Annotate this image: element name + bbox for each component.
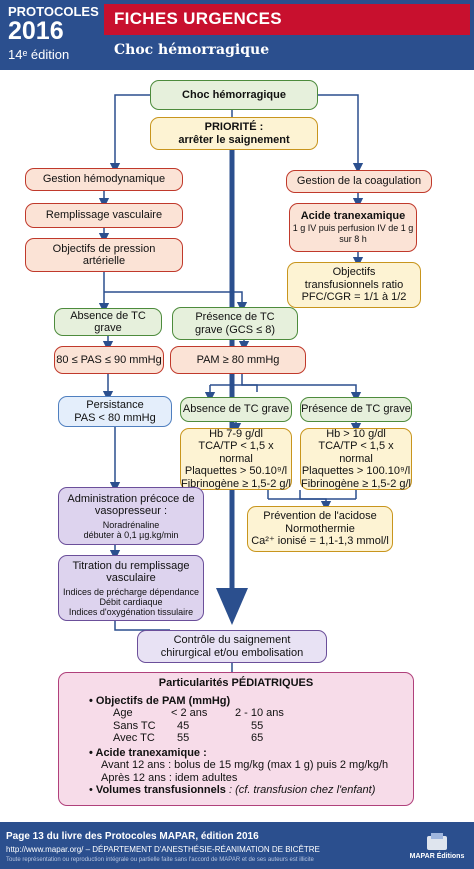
ped-cell: Sans TC <box>113 719 156 732</box>
presence-tc2-node: Présence de TC grave <box>300 397 412 422</box>
ped-cell: 65 <box>251 732 264 744</box>
prevention-line3: Ca²⁺ ionisé = 1,1-1,3 mmol/l <box>251 535 389 548</box>
pam-node: PAM ≥ 80 mmHg <box>170 346 306 374</box>
lab-right-line: Plaquettes > 100.10⁹/l <box>301 465 411 478</box>
persistance-line1: Persistance <box>86 399 144 411</box>
vaso-node: Administration précoce de vasopresseur :… <box>58 487 204 545</box>
ped-cell: Avec TC <box>113 732 155 744</box>
lab-left-node: Hb 7-9 g/dl TCA/TP < 1,5 x normal Plaque… <box>180 428 292 490</box>
vaso-text-1: Noradrénaline <box>102 519 160 530</box>
pediatric-title: Particularités PÉDIATRIQUES <box>158 677 314 689</box>
ped-cell: 2 - 10 ans <box>235 707 284 719</box>
lab-left-line: Hb 7-9 g/dl <box>209 427 263 440</box>
ped-pam-title: Objectifs de PAM (mmHg) <box>95 694 231 707</box>
ped-acide-title: Acide tranexamique : <box>95 746 207 759</box>
titration-item: Indices d'oxygénation tissulaire <box>68 606 194 617</box>
hemo-node: Gestion hémodynamique <box>25 168 183 191</box>
main-arrow-head <box>216 588 248 625</box>
titration-title: Titration du remplissage vasculaire <box>72 559 190 585</box>
pas-range-node: 80 ≤ PAS ≤ 90 mmHg <box>54 346 164 374</box>
brand-name: PROTOCOLES <box>8 4 99 19</box>
presence-tc-node: Présence de TC grave (GCS ≤ 8) <box>172 307 298 340</box>
lab-right-line: Hb > 10 g/dl <box>326 427 386 440</box>
root-node: Choc hémorragique <box>150 80 318 110</box>
mapar-logo: MAPAR Éditions <box>404 832 470 866</box>
lab-left-line: Plaquettes > 50.10⁹/l <box>184 465 288 478</box>
line-pam-split <box>241 374 258 392</box>
brand-year: 2016 <box>8 17 64 45</box>
priority-title: PRIORITÉ : <box>204 121 264 133</box>
ped-acide-2: Après 12 ans : idem adultes <box>101 771 238 784</box>
ped-volumes-line: • Volumes transfusionnels : (cf. transfu… <box>89 784 376 796</box>
titration-item: Indices de précharge dépendance <box>62 586 200 597</box>
line-labs-prevention <box>299 490 332 512</box>
prevention-line2: Normothermie <box>285 522 355 535</box>
mapar-logo-icon <box>427 833 447 850</box>
objectifs-transf-node: Objectifs transfusionnels ratio PFC/CGR … <box>287 262 421 308</box>
brand-edition: 14ᵉ édition <box>8 47 70 62</box>
priority-node: PRIORITÉ : arrêter le saignement <box>150 117 318 150</box>
vaso-text-2: débuter à 0,1 µg.kg/min <box>83 529 179 540</box>
persistance-line2: PAS < 80 mmHg <box>74 411 156 424</box>
footer-copyright: Toute représentation ou reproduction int… <box>6 857 314 863</box>
line-split-right <box>104 291 248 313</box>
footer-page-ref: Page 13 du livre des Protocoles MAPAR, é… <box>6 831 259 842</box>
lab-left-line: TCA/TP < 1,5 x normal <box>198 440 274 465</box>
ped-table: Age < 2 ans 2 - 10 ans Sans TC 45 55 Ave… <box>71 707 401 745</box>
section-bar <box>104 4 470 35</box>
section-title: FICHES URGENCES <box>114 9 282 28</box>
prevention-line1: Prévention de l'acidose <box>263 510 377 523</box>
ped-table-row: Sans TC 45 55 <box>113 720 401 733</box>
vaso-title: Administration précoce de vasopresseur : <box>67 492 195 518</box>
remplissage-node: Remplissage vasculaire <box>25 203 183 228</box>
absence-tc2-node: Absence de TC grave <box>180 397 292 422</box>
ped-cell: 45 <box>177 719 190 732</box>
lab-right-line: Fibrinogène ≥ 1,5-2 g/l <box>301 477 411 490</box>
controle-node: Contrôle du saignement chirurgical et/ou… <box>137 630 327 663</box>
titration-item: Débit cardiaque <box>99 596 163 607</box>
ped-table-row: Avec TC 55 65 <box>113 732 401 745</box>
absence-tc-node: Absence de TC grave <box>54 308 162 336</box>
brand-block: PROTOCOLES 2016 14ᵉ édition <box>0 0 100 70</box>
lab-right-node: Hb > 10 g/dl TCA/TP < 1,5 x normal Plaqu… <box>300 428 412 490</box>
ped-cell: 55 <box>251 719 264 732</box>
ped-volumes-title: Volumes transfusionnels <box>95 784 226 796</box>
prevention-node: Prévention de l'acidose Normothermie Ca²… <box>247 506 393 552</box>
coag-node: Gestion de la coagulation <box>286 170 432 193</box>
line-root-left <box>109 94 150 174</box>
lab-left-line: Fibrinogène ≥ 1,5-2 g/l <box>181 477 291 490</box>
ped-volumes-note: : (cf. transfusion chez l'enfant) <box>228 784 376 796</box>
acide-node: Acide tranexamique 1 g IV puis perfusion… <box>289 203 417 252</box>
mapar-logo-text: MAPAR Éditions <box>409 853 465 860</box>
line-root-right <box>318 94 364 174</box>
ped-acide-line: • Acide tranexamique : <box>89 746 207 759</box>
persistance-node: Persistance PAS < 80 mmHg <box>58 396 172 427</box>
acide-text: 1 g IV puis perfusion IV de 1 g sur 8 h <box>292 222 414 244</box>
ped-cell: Age <box>113 707 133 719</box>
priority-text: arrêter le saignement <box>178 133 290 146</box>
ped-table-row: Age < 2 ans 2 - 10 ans <box>113 707 401 720</box>
footer-link[interactable]: http://www.mapar.org/ – DÉPARTEMENT D'AN… <box>6 845 320 854</box>
page-title: Choc hémorragique <box>114 42 270 58</box>
footer-bar: Page 13 du livre des Protocoles MAPAR, é… <box>0 822 474 869</box>
line-split-presence2 <box>210 384 362 403</box>
titration-node: Titration du remplissage vasculaire Indi… <box>58 555 204 621</box>
ped-acide-1: Avant 12 ans : bolus de 15 mg/kg (max 1 … <box>101 759 389 771</box>
objectifs-pression-node: Objectifs de pression artérielle <box>25 238 183 272</box>
pediatric-panel: Particularités PÉDIATRIQUES • Objectifs … <box>58 672 414 806</box>
ped-cell: 55 <box>177 732 190 744</box>
ped-cell: < 2 ans <box>171 707 208 719</box>
acide-title: Acide tranexamique <box>300 210 406 223</box>
ped-pam-line: • Objectifs de PAM (mmHg) <box>89 694 231 707</box>
line-titration-controle <box>114 621 170 631</box>
lab-right-line: TCA/TP < 1,5 x normal <box>318 440 394 465</box>
